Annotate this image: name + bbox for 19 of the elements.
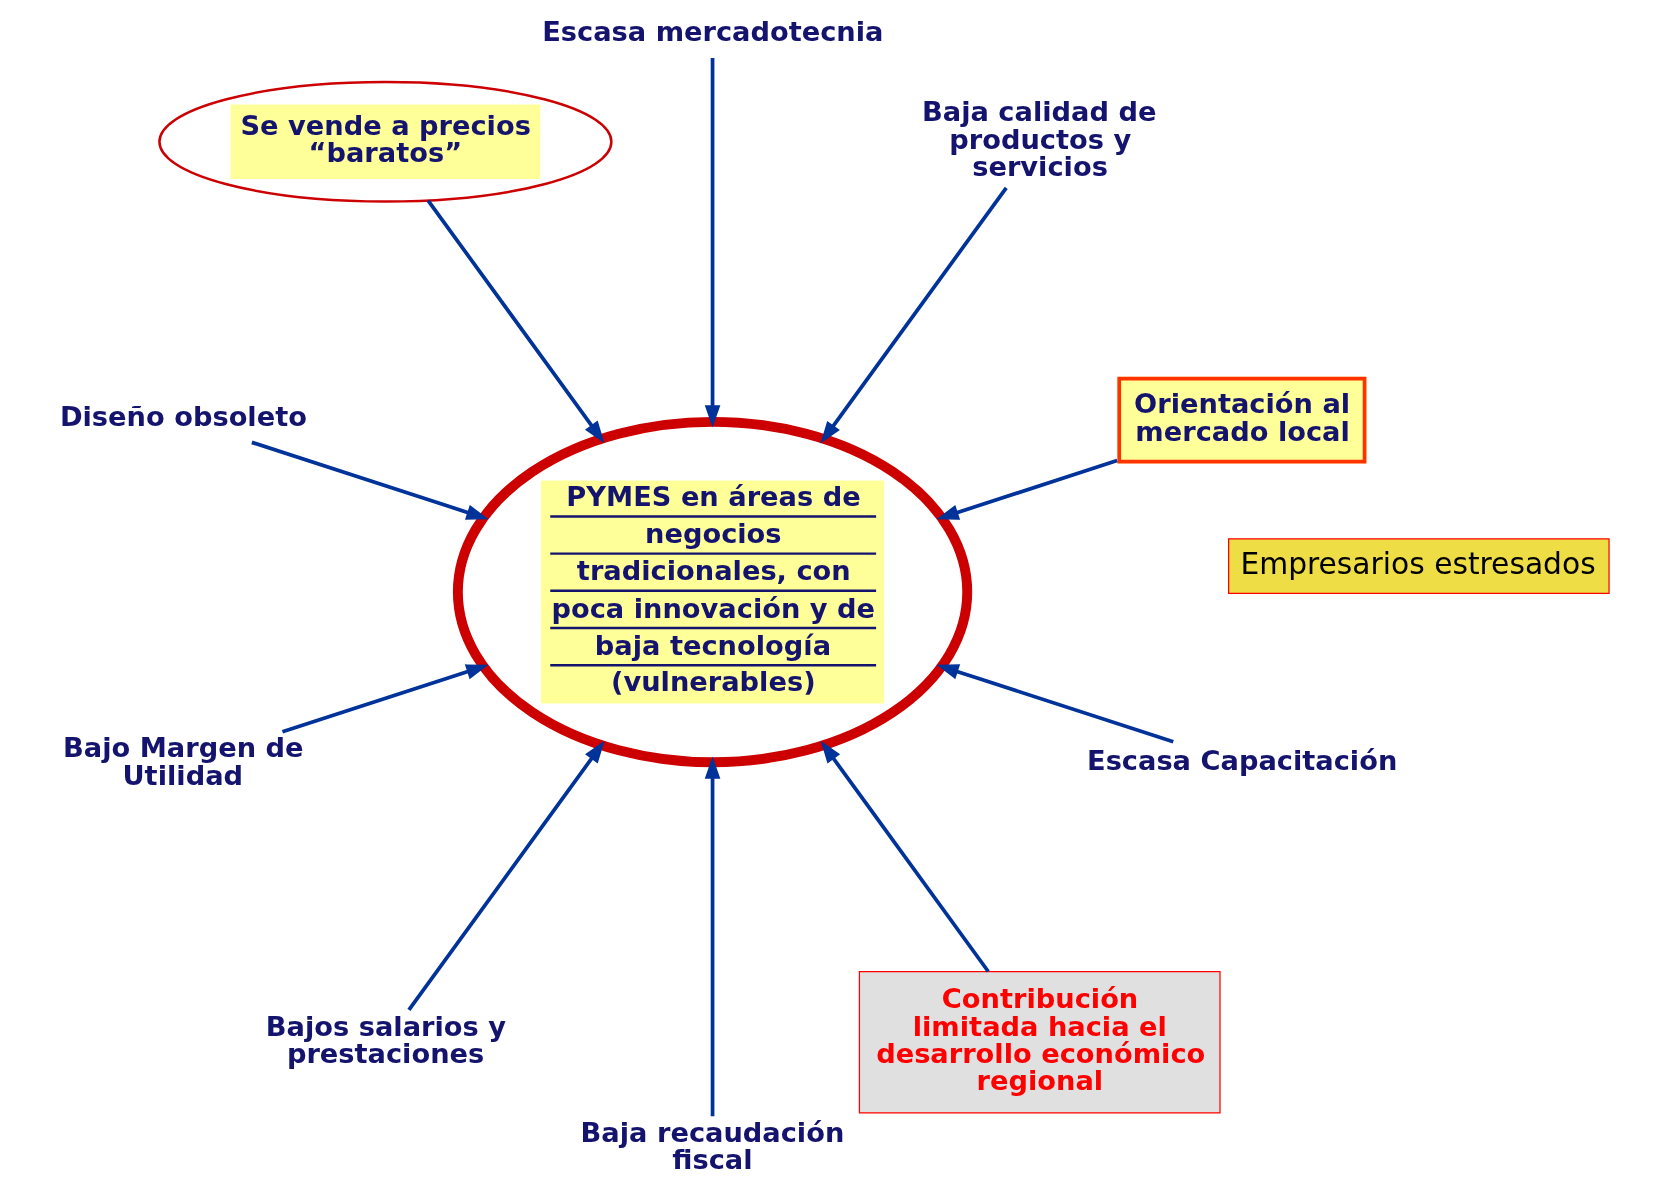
arrow [936, 664, 1174, 744]
arrow [704, 756, 721, 1117]
node-text: Bajo Margen de Utilidad [63, 732, 304, 791]
node-text: Baja recaudación fiscal [580, 1116, 845, 1176]
arrow [281, 664, 489, 734]
arrow [820, 186, 1008, 444]
arrow [820, 740, 990, 973]
node-ellipse: PYMES en áreas de negocios tradicionales, con poca innovación y de baja tecnología (vulnerables) [452, 416, 973, 768]
node-text: Diseño obsoleto [59, 400, 307, 432]
node-text: Bajos salarios y prestaciones [265, 1010, 507, 1069]
arrow [426, 199, 605, 444]
arrow [251, 440, 489, 520]
node-text: Baja calidad de productos y servicios [922, 96, 1157, 182]
node-ellipse: Se vende a precios “baratos” [158, 80, 613, 203]
arrow [936, 458, 1118, 520]
node-text: Escasa mercadotecnia [542, 16, 884, 48]
arrow [407, 740, 605, 1012]
node-text: Escasa Capacitación [1087, 744, 1398, 776]
arrow [704, 57, 721, 428]
